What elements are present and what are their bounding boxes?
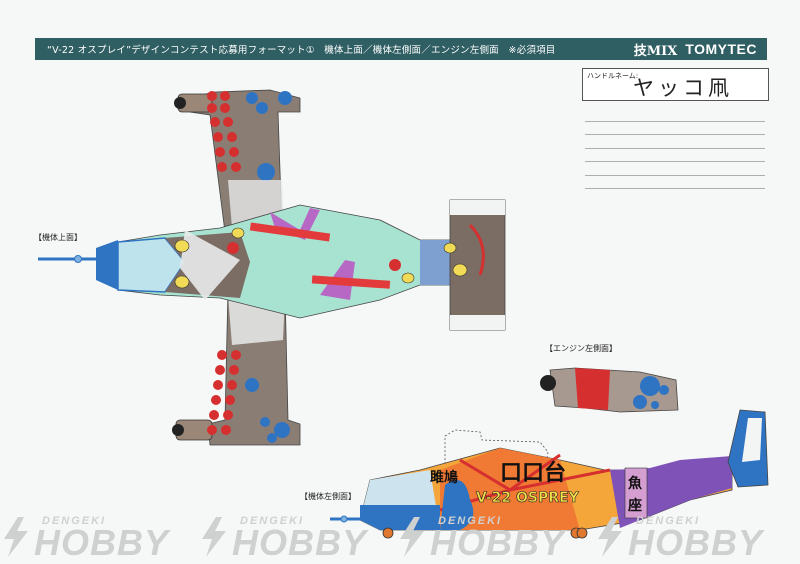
svg-text:V-22 OSPREY: V-22 OSPREY <box>476 490 580 506</box>
dengeki-hobby-watermark: DENGEKI HOBBY <box>594 515 794 563</box>
form-header-bar: “V-22 オスプレイ”デザインコンテスト応募用フォーマット① 機体上面／機体左… <box>35 38 767 60</box>
tomytec-logo: TOMYTEC <box>685 41 757 57</box>
comment-line <box>585 175 765 176</box>
comment-line <box>585 148 765 149</box>
svg-text:口口台: 口口台 <box>500 460 566 486</box>
left-side-label: 【機体左側面】 <box>300 492 356 501</box>
lightning-bolt-icon <box>4 517 28 557</box>
comment-line <box>585 134 765 135</box>
lightning-bolt-icon <box>598 517 622 557</box>
comment-line <box>585 121 765 122</box>
dengeki-hobby-watermark: DENGEKI HOBBY <box>198 515 398 563</box>
side-kanji-text: 雎鳩 <box>430 469 458 486</box>
lightning-bolt-icon <box>202 517 226 557</box>
svg-text:座: 座 <box>628 497 642 514</box>
top-view-label: 【機体上面】 <box>34 233 82 242</box>
engine-side-label: 【エンジン左側面】 <box>545 344 617 353</box>
lightning-bolt-icon <box>400 517 424 557</box>
handle-name-value: ヤッコ凧 <box>633 76 733 100</box>
comment-line <box>585 188 765 189</box>
handle-name-label: ハンドルネーム: <box>587 72 639 80</box>
dengeki-hobby-watermark: DENGEKI HOBBY <box>0 515 200 563</box>
waza-mix-logo: 技MIX <box>633 43 678 59</box>
form-title: “V-22 オスプレイ”デザインコンテスト応募用フォーマット① 機体上面／機体左… <box>47 45 556 56</box>
handle-name-box: ハンドルネーム: ヤッコ凧 <box>582 68 769 101</box>
dengeki-hobby-watermark: DENGEKI HOBBY <box>396 515 596 563</box>
brand-logos: 技MIX TOMYTEC <box>634 40 767 59</box>
comment-line <box>585 161 765 162</box>
svg-text:魚: 魚 <box>628 475 642 492</box>
